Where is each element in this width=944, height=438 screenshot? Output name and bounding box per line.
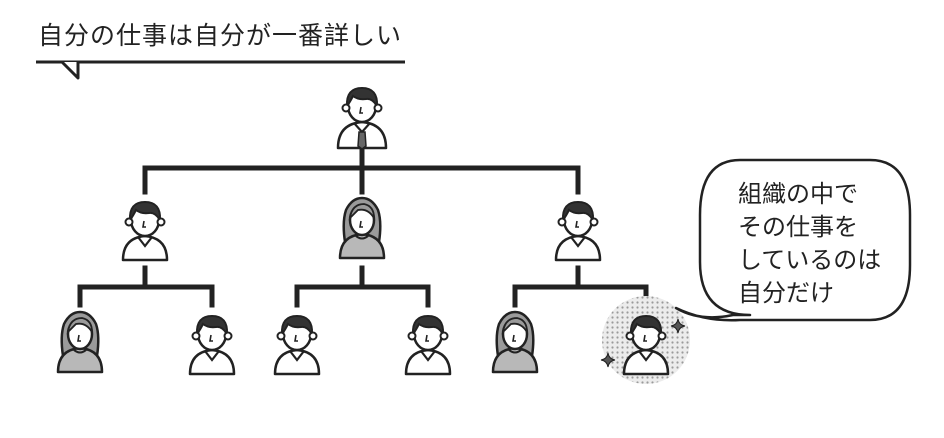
male-person-icon-top bbox=[336, 86, 388, 151]
male-person-icon-bottom-2 bbox=[188, 314, 236, 376]
bubble-line: 組織の中で bbox=[738, 180, 858, 208]
bubble-line: 自分だけ bbox=[738, 279, 834, 307]
male-person-icon-bottom-3 bbox=[273, 314, 321, 376]
bubble-line: しているのは bbox=[738, 246, 882, 274]
speech-bubble-icon bbox=[674, 158, 912, 322]
female-person-icon-bottom-5 bbox=[491, 310, 539, 374]
female-person-icon-bottom-1 bbox=[56, 310, 104, 374]
male-person-icon-middle-left bbox=[121, 200, 169, 262]
bubble-line: その仕事を bbox=[738, 213, 858, 241]
female-person-icon-middle-center bbox=[338, 196, 386, 260]
speech-bubble-text: 組織の中で その仕事を しているのは 自分だけ bbox=[738, 178, 888, 310]
male-person-icon-middle-right bbox=[554, 200, 602, 262]
page-title: 自分の仕事は自分が一番詳しい bbox=[38, 21, 403, 50]
male-person-icon-bottom-4 bbox=[404, 314, 452, 376]
